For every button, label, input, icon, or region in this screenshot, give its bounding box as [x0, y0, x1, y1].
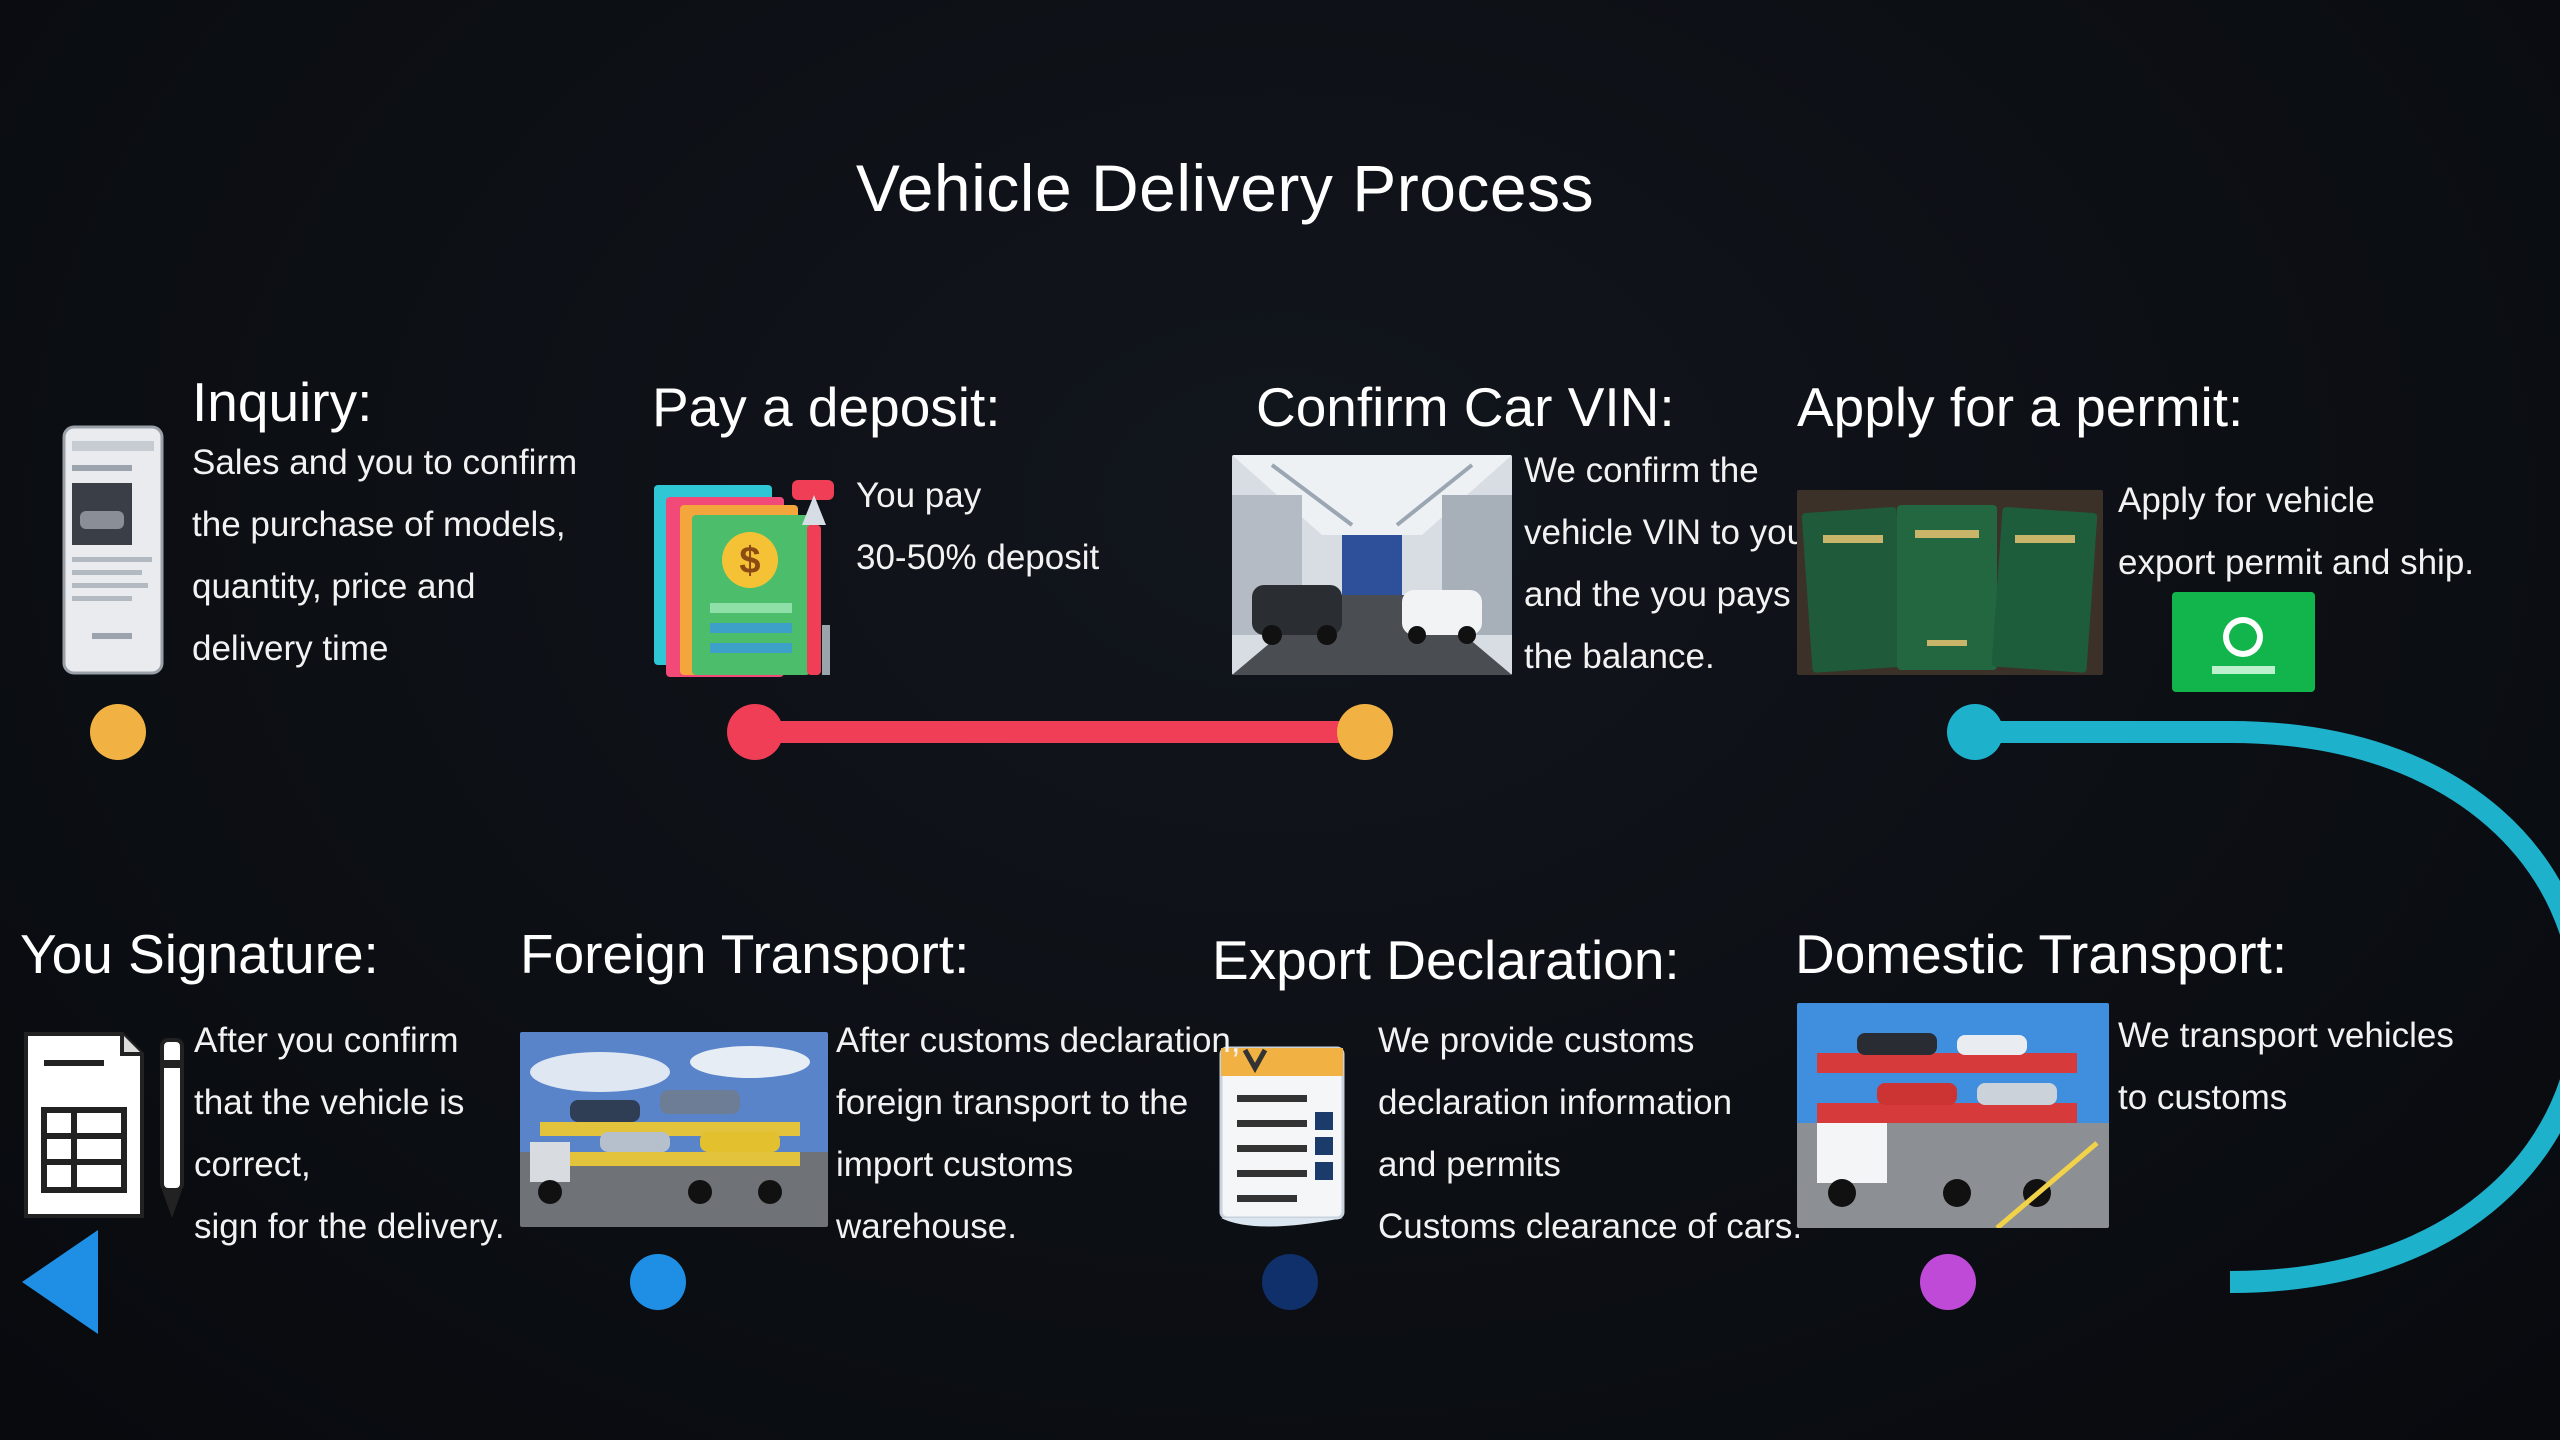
- step-line: Apply for vehicle: [2118, 481, 2375, 520]
- phone-icon: [62, 425, 164, 675]
- arrow-left-icon: [22, 1230, 98, 1334]
- permit-card-icon: [2172, 592, 2315, 692]
- step-line: to customs: [2118, 1078, 2288, 1117]
- step-line: After you confirm: [194, 1021, 459, 1060]
- step-line: After customs declaration,: [836, 1021, 1241, 1060]
- step-description-deposit: You pay 30-50% deposit: [856, 465, 1099, 589]
- node-export: [1262, 1254, 1318, 1310]
- step-description-foreign: After customs declaration, foreign trans…: [836, 1010, 1241, 1258]
- step-title-signature: You Signature:: [20, 923, 379, 985]
- step-line: foreign transport to the: [836, 1083, 1189, 1122]
- step-line: that the vehicle is: [194, 1083, 465, 1122]
- node-deposit: [727, 704, 783, 760]
- step-line: delivery time: [192, 629, 389, 668]
- step-title-foreign: Foreign Transport:: [520, 923, 970, 985]
- step-line: You pay: [856, 476, 982, 515]
- node-domestic: [1920, 1254, 1976, 1310]
- invoice-dollar-icon: $: [652, 475, 842, 680]
- step-line: sign for the delivery.: [194, 1207, 505, 1246]
- car-trailer-photo: [520, 1032, 828, 1227]
- step-description-export: We provide customs declaration informati…: [1378, 1010, 1802, 1258]
- step-line: warehouse.: [836, 1207, 1017, 1246]
- step-description-signature: After you confirm that the vehicle is co…: [194, 1010, 505, 1258]
- step-line: the purchase of models,: [192, 505, 566, 544]
- step-description-inquiry: Sales and you to confirm the purchase of…: [192, 432, 577, 680]
- step-line: quantity, price and: [192, 567, 476, 606]
- step-line: correct,: [194, 1145, 311, 1184]
- step-line: We transport vehicles: [2118, 1016, 2454, 1055]
- step-line: and the you pays: [1524, 575, 1791, 614]
- step-title-export: Export Declaration:: [1212, 929, 1680, 991]
- step-line: 30-50% deposit: [856, 538, 1100, 577]
- step-line: We provide customs: [1378, 1021, 1695, 1060]
- permit-booklets-photo: [1797, 490, 2103, 675]
- step-line: export permit and ship.: [2118, 543, 2475, 582]
- step-description-domestic: We transport vehicles to customs: [2118, 1005, 2454, 1129]
- step-title-vin: Confirm Car VIN:: [1256, 376, 1675, 438]
- node-permit: [1947, 704, 2003, 760]
- step-description-vin: We confirm the vehicle VIN to you and th…: [1524, 440, 1806, 688]
- step-title-deposit: Pay a deposit:: [652, 376, 1001, 438]
- step-description-permit: Apply for vehicle export permit and ship…: [2118, 470, 2474, 594]
- node-vin: [1337, 704, 1393, 760]
- step-line: Sales and you to confirm: [192, 443, 578, 482]
- step-line: Customs clearance of cars.: [1378, 1207, 1803, 1246]
- step-line: the balance.: [1524, 637, 1715, 676]
- car-carrier-truck-photo: [1797, 1003, 2109, 1228]
- step-line: import customs: [836, 1145, 1074, 1184]
- step-line: and permits: [1378, 1145, 1561, 1184]
- step-title-domestic: Domestic Transport:: [1795, 923, 2288, 985]
- step-title-inquiry: Inquiry:: [192, 371, 373, 433]
- node-foreign: [630, 1254, 686, 1310]
- step-line: We confirm the: [1524, 451, 1759, 490]
- node-inquiry: [90, 704, 146, 760]
- svg-text:$: $: [739, 540, 760, 582]
- document-pen-icon: [22, 1030, 192, 1220]
- track-curve: [2229, 721, 2560, 1293]
- step-title-permit: Apply for a permit:: [1797, 376, 2244, 438]
- step-line: vehicle VIN to you: [1524, 513, 1807, 552]
- checklist-icon: [1215, 1040, 1350, 1235]
- step-line: declaration information: [1378, 1083, 1733, 1122]
- diagram-title: Vehicle Delivery Process: [855, 151, 1595, 225]
- showroom-photo: [1232, 455, 1512, 675]
